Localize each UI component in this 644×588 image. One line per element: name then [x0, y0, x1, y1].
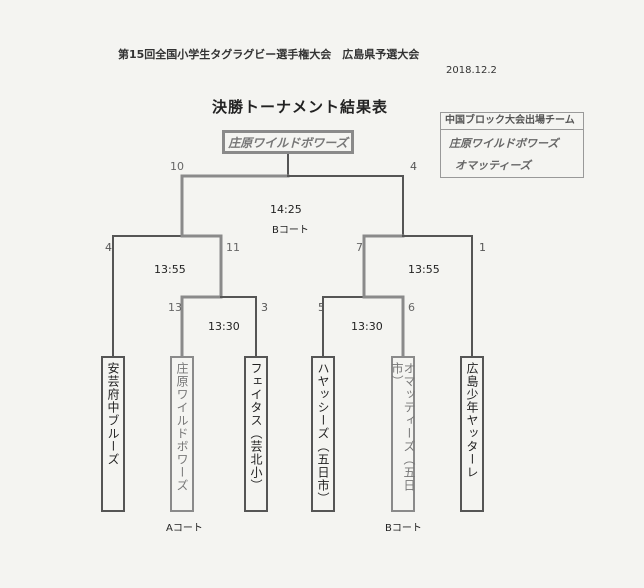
team-box: 庄原ワイルドボワーズ [170, 356, 194, 512]
champion-box: 庄原ワイルドボワーズ [222, 130, 354, 154]
team-box: 広島少年ヤッターレ [460, 356, 484, 512]
semi-right-time: 13:55 [408, 263, 440, 276]
team-name: 広島少年ヤッターレ [465, 362, 479, 479]
event-date: 2018.12.2 [446, 65, 497, 76]
champion-name: 庄原ワイルドボワーズ [228, 135, 348, 150]
legend-title: 中国ブロック大会出場チーム [441, 113, 583, 130]
page-title: 決勝トーナメント結果表 [212, 98, 389, 116]
qf-right-time: 13:30 [351, 320, 383, 333]
team-name: 庄原ワイルドボワーズ [175, 362, 189, 492]
qf-right-score-left: 5 [318, 301, 325, 314]
legend-item: オマッティーズ [455, 159, 531, 172]
qf-right-score-right: 6 [408, 301, 415, 314]
team-name: ハヤッシーズ（五日市） [316, 362, 330, 505]
semi-right-line-b [402, 235, 473, 357]
semi-left-line-a [112, 235, 183, 357]
semi-right-score-right: 1 [479, 241, 486, 254]
tournament-header: 第15回全国小学生タグラグビー選手権大会 広島県予選大会 [118, 48, 420, 61]
qf-left-line-b [220, 296, 257, 357]
team-box: 安芸府中ブルーズ [101, 356, 125, 512]
qf-right-line-b [362, 295, 405, 358]
semi-right-line-a [362, 234, 405, 299]
team-box: フェイタス（芸北小） [244, 356, 268, 512]
team-name: オマッティーズ（五日市） [390, 362, 416, 492]
semi-left-line-b [180, 234, 223, 299]
team-box: オマッティーズ（五日市） [390, 356, 416, 512]
qf-left-score-right: 3 [261, 301, 268, 314]
legend-box: 中国ブロック大会出場チーム 庄原ワイルドボワーズ オマッティーズ [440, 112, 584, 178]
qf-left-score-left: 13 [168, 301, 182, 314]
legend-item: 庄原ワイルドボワーズ [449, 137, 559, 150]
team-box: ハヤッシーズ（五日市） [311, 356, 335, 512]
qf-left-line-a [180, 295, 223, 358]
semi-left-score-left: 4 [105, 241, 112, 254]
qf-left-time: 13:30 [208, 320, 240, 333]
final-time: 14:25 [270, 203, 302, 216]
team-name: フェイタス（芸北小） [249, 362, 263, 492]
semi-left-time: 13:55 [154, 263, 186, 276]
court-label-a: Aコート [166, 523, 203, 534]
final-court: Bコート [272, 225, 309, 236]
final-score-right: 4 [410, 160, 417, 173]
qf-right-line-a [322, 296, 365, 357]
semi-left-score-right: 11 [226, 241, 240, 254]
final-score-left: 10 [170, 160, 184, 173]
semi-right-score-left: 7 [356, 241, 363, 254]
team-name: 安芸府中ブルーズ [106, 362, 120, 466]
court-label-b: Bコート [385, 523, 422, 534]
